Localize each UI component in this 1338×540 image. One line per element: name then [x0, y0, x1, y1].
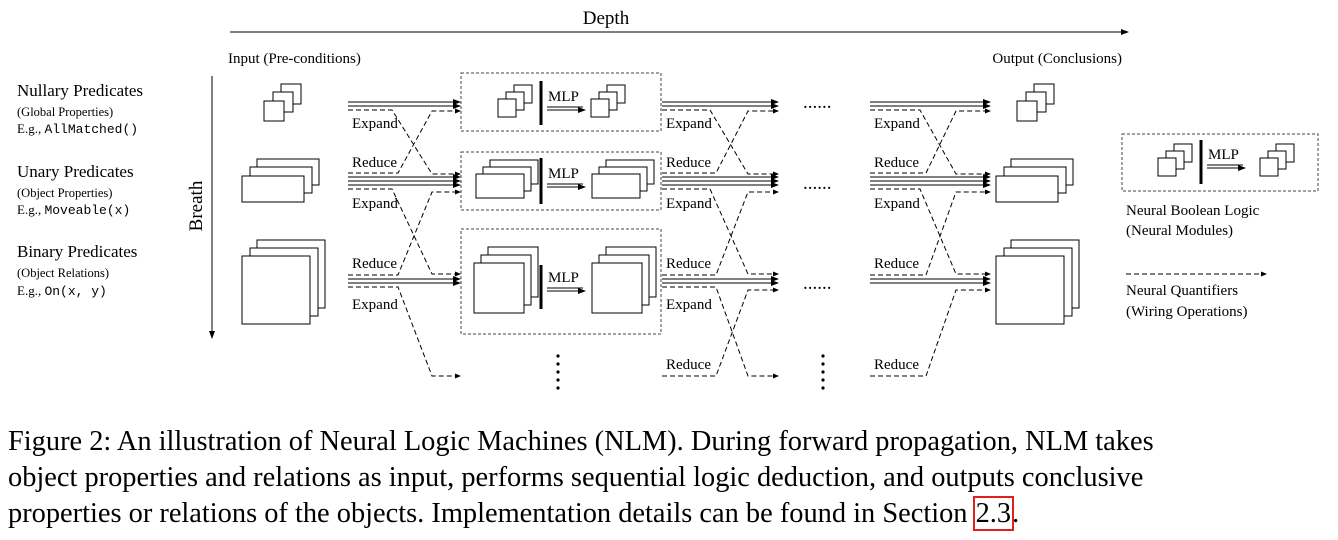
legend-logic-sub: (Neural Modules)	[1126, 223, 1233, 239]
legend-quant-title: Neural Quantifiers	[1126, 283, 1238, 299]
svg-text:E.g., AllMatched(): E.g., AllMatched()	[17, 121, 138, 137]
input-label: Input (Pre-conditions)	[228, 51, 361, 67]
wiring-stage-3	[870, 99, 991, 377]
svg-text:E.g., On(x, y): E.g., On(x, y)	[17, 283, 107, 299]
reduce-label: Reduce	[352, 256, 397, 272]
output-stack-unary	[995, 158, 1074, 203]
depth-ellipsis: ......	[803, 92, 832, 113]
nlm-figure: Depth Input (Pre-conditions) Output (Con…	[17, 8, 1319, 390]
row-label-unary: Unary Predicates (Object Properties) E.g…	[17, 162, 134, 218]
section-ref-link[interactable]: 2.3	[972, 496, 1015, 531]
depth-ellipsis: ......	[803, 173, 832, 194]
expand-label: Expand	[352, 297, 398, 313]
wiring-stage-2	[662, 99, 779, 379]
wiring-stage-1	[348, 99, 461, 379]
mlp-module-unary: MLP	[460, 151, 662, 211]
svg-text:Unary Predicates: Unary Predicates	[17, 162, 134, 181]
mlp-module-binary: MLP	[460, 228, 662, 335]
depth-label: Depth	[583, 8, 630, 29]
reduce-label: Reduce	[666, 357, 711, 373]
expand-label: Expand	[666, 297, 712, 313]
breath-axis: Breath	[186, 76, 215, 339]
caption-line-2: object properties and relations as input…	[8, 462, 1144, 493]
expand-label: Expand	[352, 196, 398, 212]
expand-label: Expand	[666, 116, 712, 132]
svg-text:MLP: MLP	[548, 166, 579, 182]
output-label: Output (Conclusions)	[992, 51, 1122, 67]
caption-line-3: properties or relations of the objects. …	[8, 498, 975, 529]
legend-logic-title: Neural Boolean Logic	[1126, 203, 1260, 219]
reduce-label: Reduce	[666, 155, 711, 171]
depth-ellipsis: ......	[803, 273, 832, 294]
row-label-binary: Binary Predicates (Object Relations) E.g…	[17, 242, 137, 299]
mlp-module-nullary: MLP	[460, 72, 662, 132]
svg-text:(Global Properties): (Global Properties)	[17, 105, 113, 119]
svg-text:Binary Predicates: Binary Predicates	[17, 242, 137, 261]
output-stack-nullary	[1016, 83, 1055, 122]
reduce-label: Reduce	[874, 256, 919, 272]
legend-mlp-label: MLP	[1208, 147, 1239, 163]
caption-prefix: Figure 2:	[8, 426, 112, 457]
legend-quant-sub: (Wiring Operations)	[1126, 304, 1247, 320]
expand-label: Expand	[666, 196, 712, 212]
caption-line-1: An illustration of Neural Logic Machines…	[111, 426, 1154, 457]
caption-suffix: .	[1012, 498, 1020, 529]
input-stack-unary	[241, 158, 320, 203]
figure-caption: Figure 2: An illustration of Neural Logi…	[8, 424, 1334, 532]
breath-label: Breath	[186, 180, 207, 231]
input-stack-binary	[241, 239, 326, 325]
expand-label: Expand	[352, 116, 398, 132]
legend: MLP Neural Boolean Logic (Neural Modules…	[1121, 133, 1319, 320]
input-stack-nullary	[263, 83, 302, 122]
svg-text:E.g., Moveable(x): E.g., Moveable(x)	[17, 202, 130, 218]
svg-text:MLP: MLP	[548, 270, 579, 286]
reduce-label: Reduce	[352, 155, 397, 171]
vertical-ellipsis	[556, 354, 560, 390]
svg-text:(Object Properties): (Object Properties)	[17, 186, 112, 200]
svg-text:MLP: MLP	[548, 89, 579, 105]
reduce-label: Reduce	[874, 155, 919, 171]
vertical-ellipsis	[821, 354, 825, 390]
output-stack-binary	[995, 239, 1080, 325]
reduce-label: Reduce	[874, 357, 919, 373]
svg-text:(Object Relations): (Object Relations)	[17, 266, 109, 280]
svg-text:Nullary Predicates: Nullary Predicates	[17, 81, 143, 100]
depth-axis: Depth	[230, 8, 1129, 35]
reduce-label: Reduce	[666, 256, 711, 272]
expand-label: Expand	[874, 116, 920, 132]
row-label-nullary: Nullary Predicates (Global Properties) E…	[17, 81, 143, 137]
expand-label: Expand	[874, 196, 920, 212]
